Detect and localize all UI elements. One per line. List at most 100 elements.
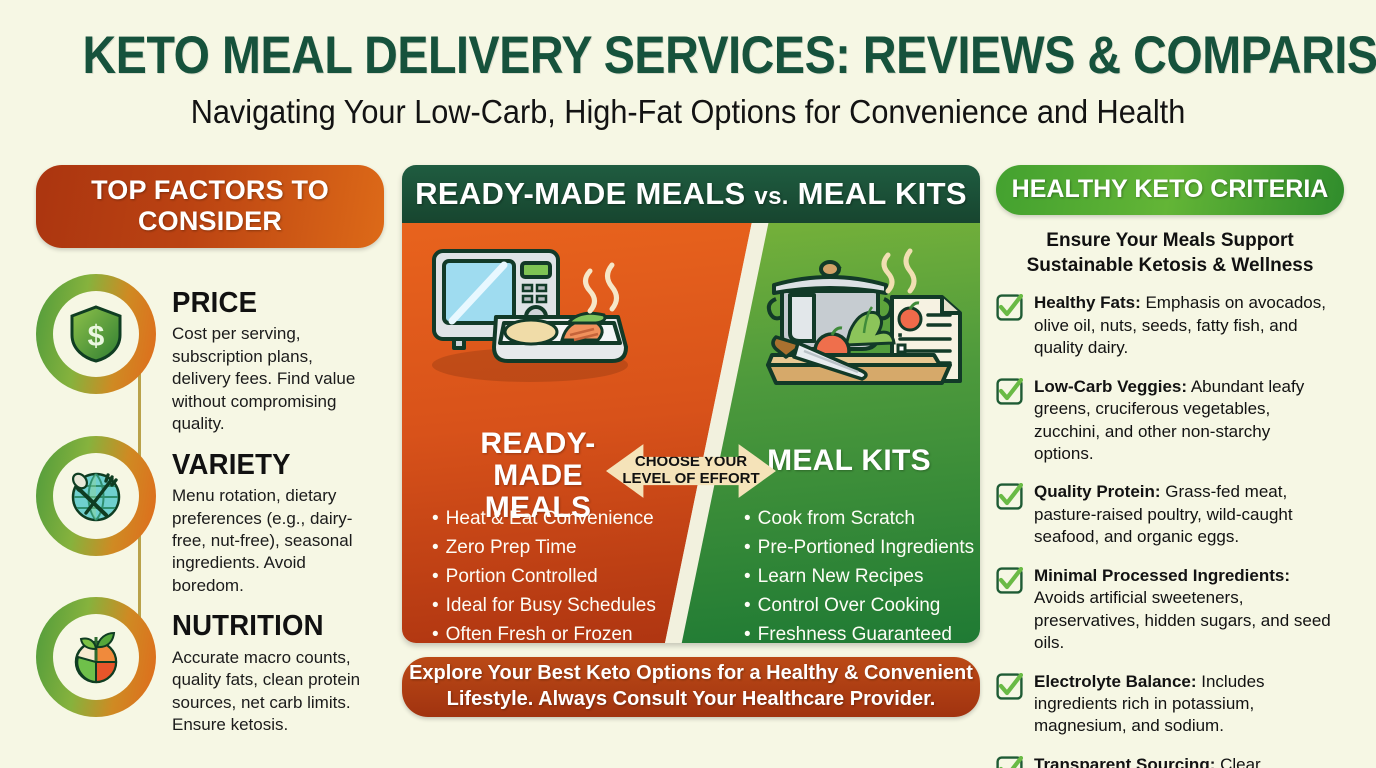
right-subtitle-line1: Ensure Your Meals Support: [1046, 230, 1294, 251]
arrow-label: CHOOSE YOUR LEVEL OF EFFORT: [622, 453, 760, 488]
meal-kits-bullets: Cook from Scratch Pre-Portioned Ingredie…: [744, 505, 975, 644]
microwave-meal-tray-icon: [432, 249, 628, 382]
factor-text: NUTRITION Accurate macro counts, quality…: [156, 597, 368, 736]
criteria-text: Healthy Fats: Emphasis on avocados, oliv…: [1034, 292, 1334, 359]
double-arrow-icon: CHOOSE YOUR LEVEL OF EFFORT: [606, 444, 776, 498]
criteria-desc: Clear information on ingredient origins …: [1220, 754, 1261, 768]
criteria-desc: Grass-fed meat, pasture-raised poultry, …: [1034, 482, 1293, 547]
checkbox-checked-icon: [996, 566, 1024, 594]
list-item: Heat & Eat Convenience: [432, 505, 656, 534]
comparison-header-title: READY-MADE MEALS vs. MEAL KITS: [415, 176, 967, 212]
center-column: READY-MADE MEALS vs. MEAL KITS: [402, 165, 980, 717]
criteria-item-low-carb-veggies[interactable]: Low-Carb Veggies: Abundant leafy greens,…: [996, 376, 1344, 466]
criteria-label: Electrolyte Balance:: [1034, 671, 1197, 691]
factor-icon-ring: [36, 435, 156, 556]
healthy-keto-criteria-banner: HEALTHY KETO CRITERIA: [996, 165, 1344, 215]
criteria-text: Minimal Processed Ingredients: Avoids ar…: [1034, 565, 1334, 655]
globe-fork-spoon-icon: [71, 472, 121, 521]
factor-desc: Cost per serving, subscription plans, de…: [172, 324, 356, 434]
comparison-card: READY-MADE MEALS vs. MEAL KITS: [402, 165, 980, 643]
list-item: Ideal for Busy Schedules: [432, 592, 656, 621]
factor-icon-inner: [53, 614, 139, 701]
criteria-desc: Abundant leafy greens, cruciferous veget…: [1034, 376, 1305, 463]
list-item: Freshness Guaranteed: [744, 621, 974, 644]
checkbox-checked-icon: [996, 294, 1024, 321]
checkbox-checked-icon: [996, 377, 1024, 405]
comparison-header: READY-MADE MEALS vs. MEAL KITS: [402, 165, 980, 223]
factor-name: NUTRITION: [172, 610, 324, 643]
checkbox-checked-icon: [996, 755, 1024, 768]
criteria-item-healthy-fats[interactable]: Healthy Fats: Emphasis on avocados, oliv…: [996, 292, 1344, 359]
ready-made-illustration: [418, 239, 648, 394]
comparison-body: READY-MADE MEALS MEAL KITS Heat & Eat Co…: [402, 223, 980, 643]
checkbox-checked-icon: [996, 672, 1024, 700]
right-column: HEALTHY KETO CRITERIA Ensure Your Meals …: [996, 165, 1344, 768]
criteria-desc: Emphasis on avocados, olive oil, nuts, s…: [1034, 293, 1326, 358]
factor-desc: Accurate macro counts, quality fats, cle…: [172, 647, 361, 734]
top-factors-banner: TOP FACTORS TO CONSIDER: [36, 165, 384, 248]
criteria-text: Low-Carb Veggies: Abundant leafy greens,…: [1034, 376, 1334, 466]
list-item: Cook from Scratch: [744, 505, 974, 534]
factor-text: PRICE Cost per serving, subscription pla…: [156, 274, 368, 436]
factor-name: PRICE: [172, 287, 258, 319]
list-item: Learn New Recipes: [744, 563, 974, 592]
leaf-pie-chart-icon: [74, 632, 118, 684]
cta-text: Explore Your Best Keto Options for a Hea…: [409, 661, 973, 712]
factor-item-price[interactable]: $ PRICE Cost per serving, subscription p…: [36, 274, 384, 436]
comparison-header-right: MEAL KITS: [797, 176, 967, 211]
factor-name: VARIETY: [172, 448, 291, 481]
list-item: Pre-Portioned Ingredients: [744, 534, 975, 563]
comparison-header-left: READY-MADE MEALS: [415, 176, 746, 211]
checkbox-checked-icon: [996, 483, 1024, 511]
factor-list: $ PRICE Cost per serving, subscription p…: [36, 274, 384, 749]
criteria-item-minimal-processed[interactable]: Minimal Processed Ingredients: Avoids ar…: [996, 565, 1344, 655]
criteria-item-quality-protein[interactable]: Quality Protein: Grass-fed meat, pasture…: [996, 481, 1344, 548]
shield-dollar-icon: $: [70, 305, 122, 363]
cta-line2: Lifestyle. Always Consult Your Healthcar…: [446, 688, 936, 710]
factor-icon-inner: $: [53, 291, 139, 377]
page-subtitle: Navigating Your Low-Carb, High-Fat Optio…: [190, 92, 1186, 130]
criteria-text: Electrolyte Balance: Includes ingredient…: [1034, 671, 1334, 738]
criteria-label: Healthy Fats:: [1034, 293, 1141, 313]
factor-icon-ring: [36, 597, 156, 718]
left-column: TOP FACTORS TO CONSIDER $: [36, 165, 384, 749]
criteria-label: Low-Carb Veggies:: [1034, 376, 1188, 396]
ready-made-bullets: Heat & Eat Convenience Zero Prep Time Po…: [432, 505, 656, 643]
cta-line1: Explore Your Best Keto Options for a Hea…: [409, 662, 973, 685]
list-item: Control Over Cooking: [744, 592, 974, 621]
criteria-item-electrolyte-balance[interactable]: Electrolyte Balance: Includes ingredient…: [996, 671, 1344, 738]
comparison-header-vs: vs.: [754, 183, 789, 210]
arrow-label-line2: LEVEL OF EFFORT: [622, 470, 760, 487]
list-item: Zero Prep Time: [432, 534, 656, 563]
factor-desc: Menu rotation, dietary preferences (e.g.…: [172, 486, 353, 595]
right-subtitle-line2: Sustainable Ketosis & Wellness: [1026, 254, 1314, 276]
header: KETO MEAL DELIVERY SERVICES: REVIEWS & C…: [0, 0, 1376, 131]
criteria-list: Healthy Fats: Emphasis on avocados, oliv…: [996, 292, 1344, 768]
factor-item-nutrition[interactable]: NUTRITION Accurate macro counts, quality…: [36, 597, 384, 749]
right-subtitle: Ensure Your Meals Support Sustainable Ke…: [996, 229, 1344, 278]
cta-banner[interactable]: Explore Your Best Keto Options for a Hea…: [402, 657, 980, 717]
choose-effort-arrow-badge: CHOOSE YOUR LEVEL OF EFFORT: [606, 439, 776, 503]
columns-container: TOP FACTORS TO CONSIDER $: [0, 165, 1376, 768]
criteria-text: Transparent Sourcing: Clear information …: [1034, 754, 1334, 768]
factor-icon-ring: $: [36, 274, 156, 394]
criteria-desc: Avoids artificial sweeteners, preservati…: [1034, 588, 1331, 653]
factor-text: VARIETY Menu rotation, dietary preferenc…: [156, 436, 368, 598]
factor-item-variety[interactable]: VARIETY Menu rotation, dietary preferenc…: [36, 435, 384, 598]
list-item: Often Fresh or Frozen: [432, 621, 656, 644]
svg-text:$: $: [88, 320, 105, 353]
factor-icon-inner: [53, 452, 139, 539]
meal-kits-illustration: [754, 233, 974, 403]
criteria-item-transparent-sourcing[interactable]: Transparent Sourcing: Clear information …: [996, 754, 1344, 768]
criteria-label: Transparent Sourcing:: [1034, 754, 1216, 768]
criteria-text: Quality Protein: Grass-fed meat, pasture…: [1034, 481, 1334, 548]
criteria-label: Minimal Processed Ingredients:: [1034, 565, 1291, 585]
meal-kits-title: MEAL KITS: [767, 444, 931, 477]
criteria-desc: Includes ingredients rich in potassium, …: [1034, 671, 1265, 736]
ready-made-title: READY-MADE MEALS: [480, 427, 596, 524]
cooking-pot-cutting-board-recipe-icon: [766, 248, 962, 385]
page-title: KETO MEAL DELIVERY SERVICES: REVIEWS & C…: [82, 26, 1376, 85]
list-item: Portion Controlled: [432, 563, 656, 592]
arrow-label-line1: CHOOSE YOUR: [634, 453, 748, 471]
